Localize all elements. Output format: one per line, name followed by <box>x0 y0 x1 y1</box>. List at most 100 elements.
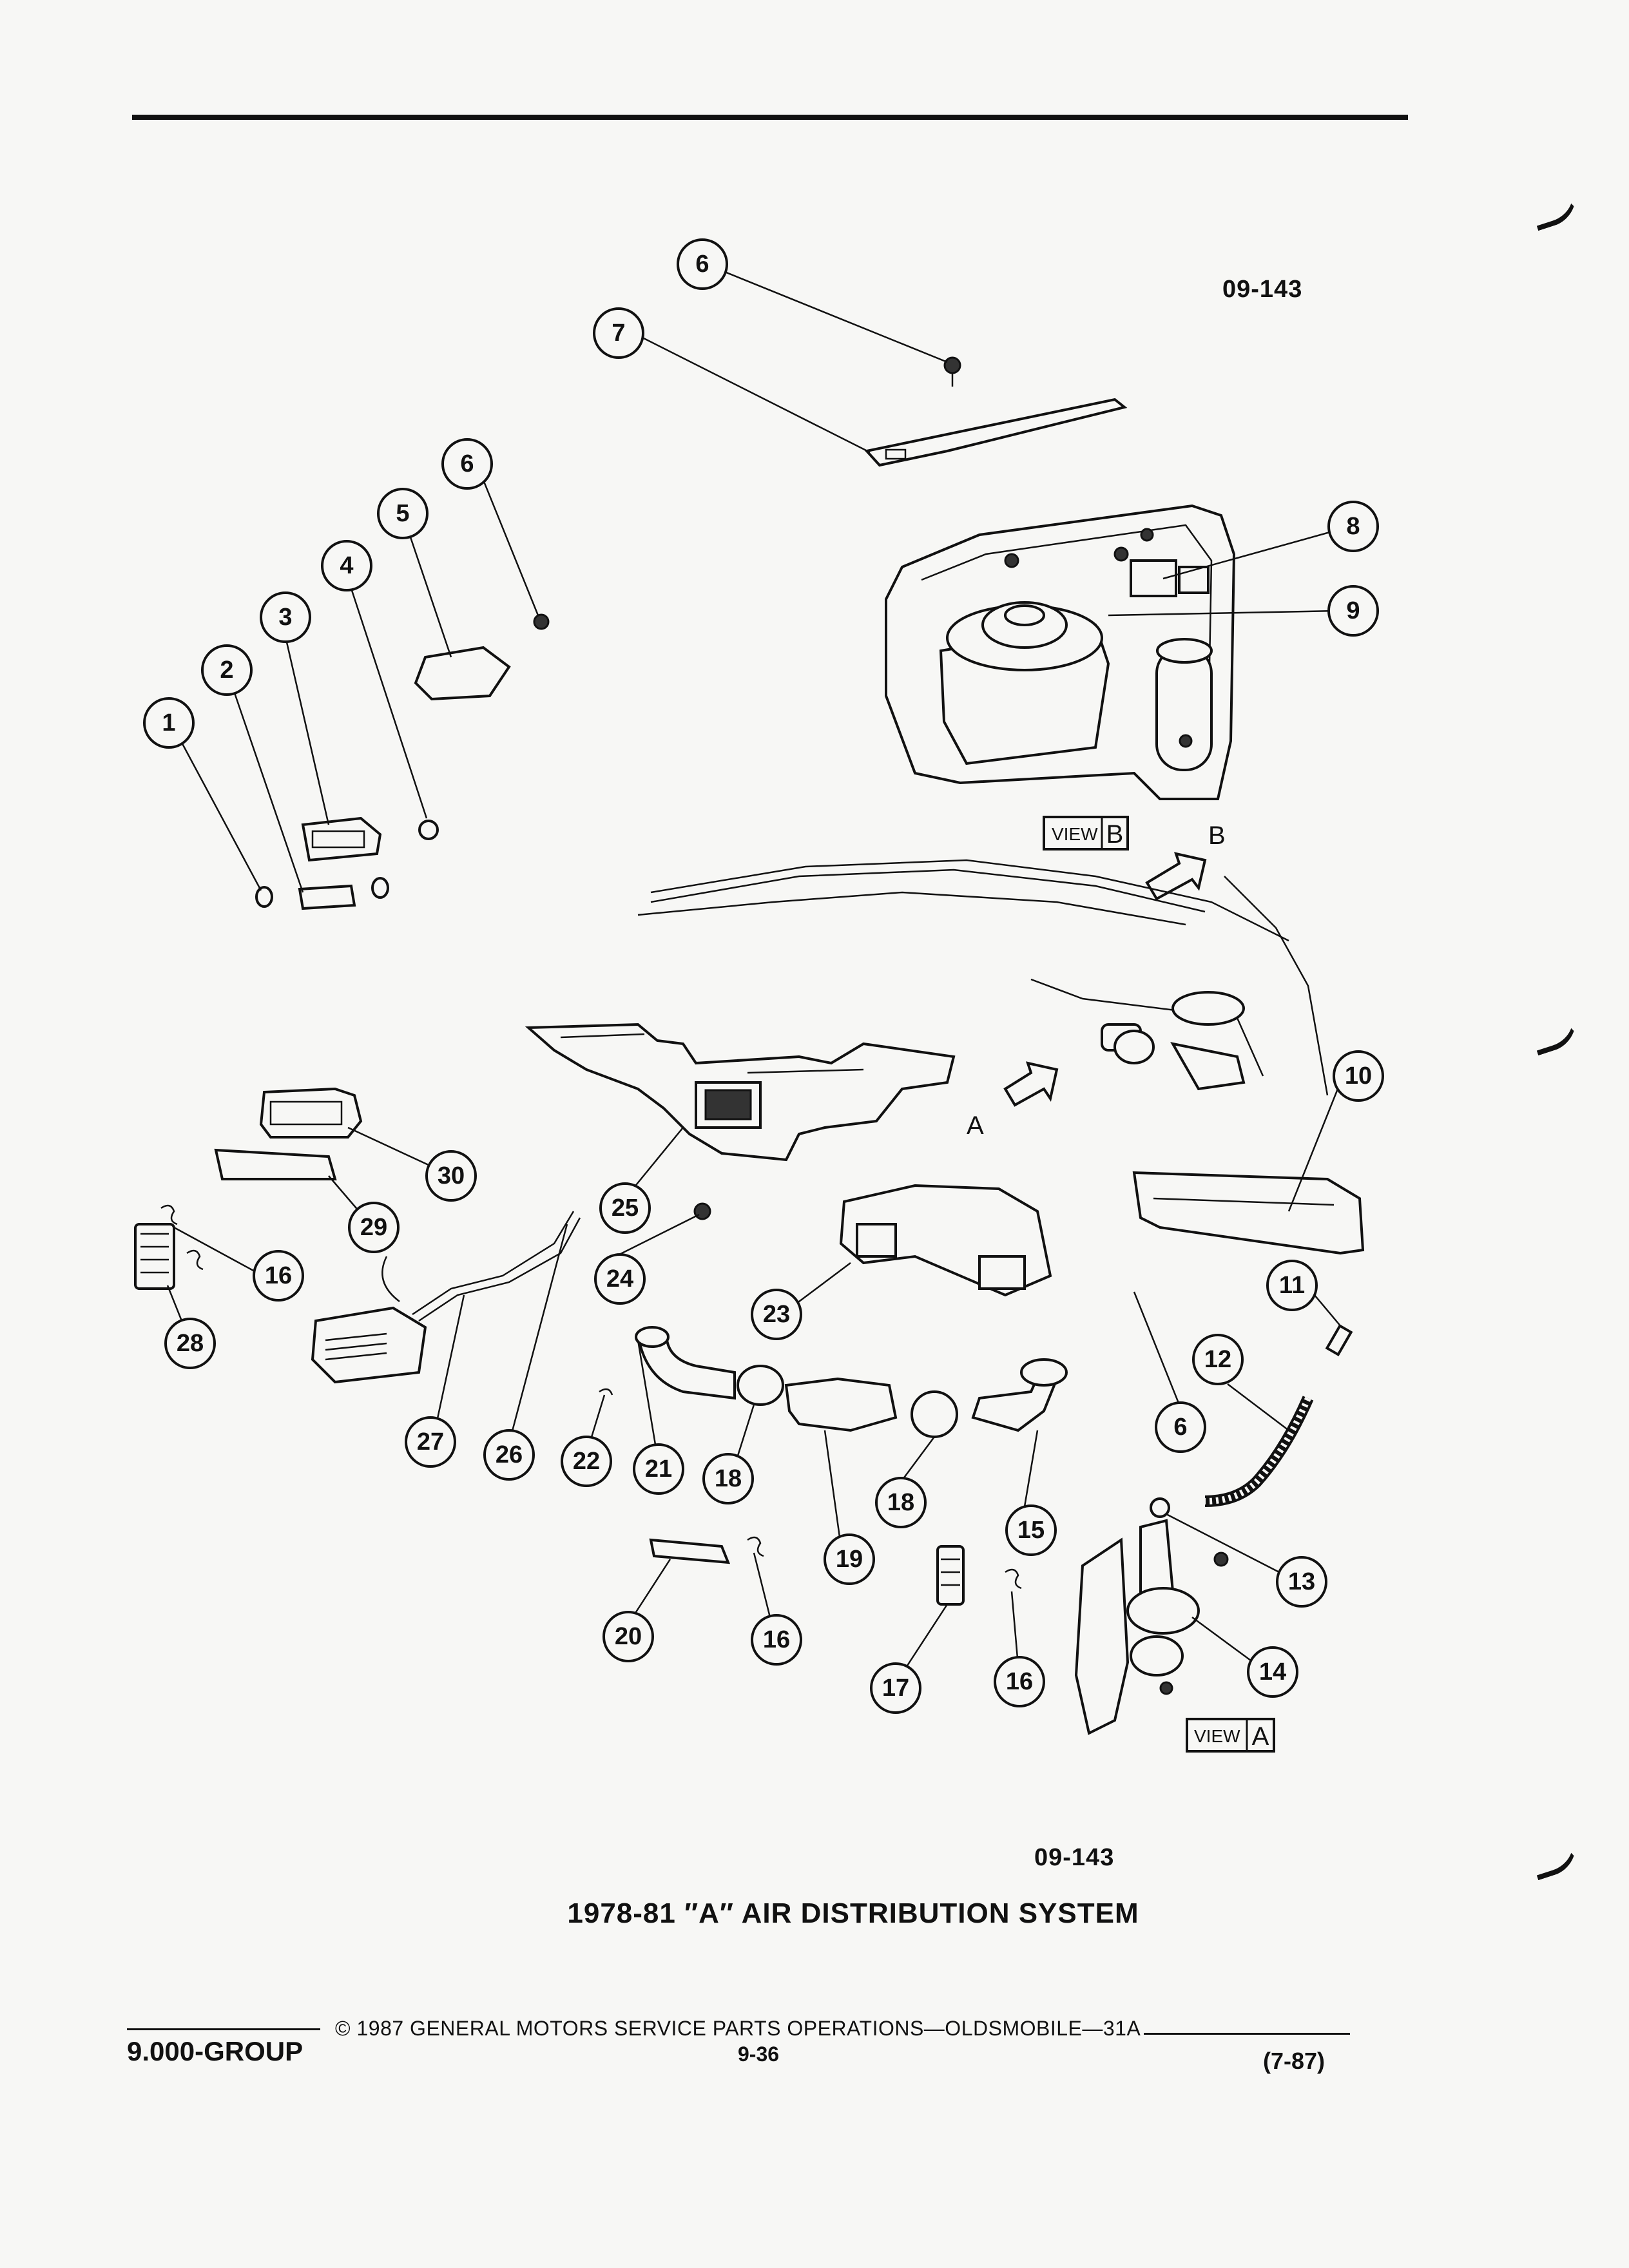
svg-text:10: 10 <box>1345 1062 1372 1090</box>
part-25-main-duct <box>525 1023 956 1162</box>
footer-copyright: © 1987 GENERAL MOTORS SERVICE PARTS OPER… <box>335 2017 1141 2040</box>
svg-text:14: 14 <box>1259 1658 1286 1686</box>
svg-text:29: 29 <box>360 1214 387 1241</box>
svg-text:26: 26 <box>496 1441 523 1468</box>
callout-21: 21 <box>633 1443 684 1495</box>
svg-text:5: 5 <box>396 500 409 527</box>
part-17-outlet <box>936 1545 965 1606</box>
svg-text:23: 23 <box>763 1301 790 1328</box>
part-22-clip <box>599 1388 613 1396</box>
footer-left-rule <box>127 2028 320 2030</box>
svg-text:22: 22 <box>573 1448 600 1475</box>
svg-text:16: 16 <box>265 1262 292 1289</box>
part-3-housing <box>301 816 382 862</box>
part-6-screw-top <box>943 356 961 387</box>
svg-text:VIEW: VIEW <box>1052 824 1098 844</box>
callout-6-left: 6 <box>441 438 493 490</box>
svg-text:8: 8 <box>1346 513 1360 540</box>
callout-14: 14 <box>1247 1646 1298 1698</box>
callout-11: 11 <box>1266 1260 1318 1311</box>
svg-text:13: 13 <box>1288 1568 1315 1595</box>
callout-10: 10 <box>1333 1050 1384 1102</box>
callout-1: 1 <box>143 697 195 749</box>
svg-text:3: 3 <box>278 604 292 631</box>
view-a-arrow: A <box>967 1061 1059 1140</box>
callout-25: 25 <box>599 1182 651 1234</box>
svg-text:12: 12 <box>1204 1346 1231 1373</box>
part-2-tube <box>298 877 389 910</box>
blower-module-view-b <box>885 504 1236 800</box>
svg-text:7: 7 <box>612 320 625 347</box>
callout-27: 27 <box>405 1416 456 1468</box>
svg-text:9: 9 <box>1346 597 1360 624</box>
svg-text:2: 2 <box>220 657 233 684</box>
svg-text:11: 11 <box>1279 1272 1305 1299</box>
svg-text:6: 6 <box>460 450 474 477</box>
callout-28: 28 <box>164 1318 216 1369</box>
part-23-duct <box>839 1184 1052 1297</box>
svg-text:4: 4 <box>340 552 353 579</box>
svg-text:17: 17 <box>882 1675 909 1702</box>
callout-7: 7 <box>593 307 644 359</box>
svg-text:6: 6 <box>695 251 709 278</box>
svg-text:30: 30 <box>438 1162 465 1189</box>
top-rule <box>132 115 1408 120</box>
part-7-strap <box>864 398 1128 467</box>
svg-text:B: B <box>1106 820 1124 849</box>
callout-18-left: 18 <box>702 1453 754 1504</box>
callout-6-right: 6 <box>1155 1401 1206 1453</box>
part-4-knob <box>418 820 439 840</box>
part-5-bracket <box>414 646 511 701</box>
callout-15: 15 <box>1005 1504 1057 1556</box>
callout-4: 4 <box>321 540 372 591</box>
svg-text:B: B <box>1208 822 1226 850</box>
footer-right-rule <box>1144 2033 1350 2035</box>
svg-text:18: 18 <box>715 1465 742 1492</box>
part-12-cable <box>1204 1323 1353 1507</box>
svg-text:20: 20 <box>615 1623 642 1650</box>
part-1-grommet <box>255 886 273 908</box>
callout-16-right: 16 <box>994 1656 1045 1707</box>
footer-page-number: 9-36 <box>738 2042 780 2066</box>
callout-5: 5 <box>377 488 429 539</box>
part-27-control-harness <box>311 1211 581 1384</box>
part-10-duct <box>1132 1171 1365 1255</box>
callout-30: 30 <box>425 1150 477 1202</box>
svg-text:18: 18 <box>887 1489 914 1516</box>
callout-8: 8 <box>1327 501 1379 552</box>
svg-text:A: A <box>967 1111 984 1140</box>
part-29-grille <box>214 1148 337 1180</box>
callout-13: 13 <box>1276 1556 1327 1608</box>
callout-20: 20 <box>602 1611 654 1662</box>
view-b-arrow: B <box>1145 822 1226 901</box>
callout-19: 19 <box>824 1533 875 1585</box>
hose-assembly <box>635 1326 1068 1438</box>
leader-lines <box>166 268 1342 1666</box>
callout-2: 2 <box>201 644 253 696</box>
svg-text:6: 6 <box>1173 1414 1187 1441</box>
dash-cowl-outline <box>637 859 1329 1096</box>
footer-group: 9.000-GROUP <box>127 2036 304 2066</box>
callout-23: 23 <box>751 1289 802 1340</box>
svg-text:19: 19 <box>836 1546 863 1573</box>
part-16-clips <box>747 1536 1022 1590</box>
svg-text:24: 24 <box>606 1265 633 1293</box>
callout-29: 29 <box>348 1202 400 1253</box>
callout-24: 24 <box>594 1253 646 1305</box>
callout-3: 3 <box>260 591 311 643</box>
part-14-actuator <box>1074 1519 1229 1735</box>
figure-code-bottom: 09-143 <box>1034 1844 1115 1871</box>
part-30-outlet <box>259 1087 363 1139</box>
part-28-outlet <box>134 1204 204 1290</box>
svg-text:A: A <box>1252 1722 1269 1751</box>
svg-text:15: 15 <box>1017 1517 1045 1544</box>
callout-22: 22 <box>561 1436 612 1487</box>
figure-caption: 1978-81 ″A″ AIR DISTRIBUTION SYSTEM <box>567 1898 1139 1929</box>
svg-text:16: 16 <box>1006 1668 1033 1695</box>
callout-6-top: 6 <box>677 238 728 290</box>
svg-text:25: 25 <box>612 1195 639 1222</box>
callout-26: 26 <box>483 1429 535 1481</box>
callout-16-middle: 16 <box>751 1614 802 1666</box>
callout-18-right: 18 <box>875 1477 927 1528</box>
